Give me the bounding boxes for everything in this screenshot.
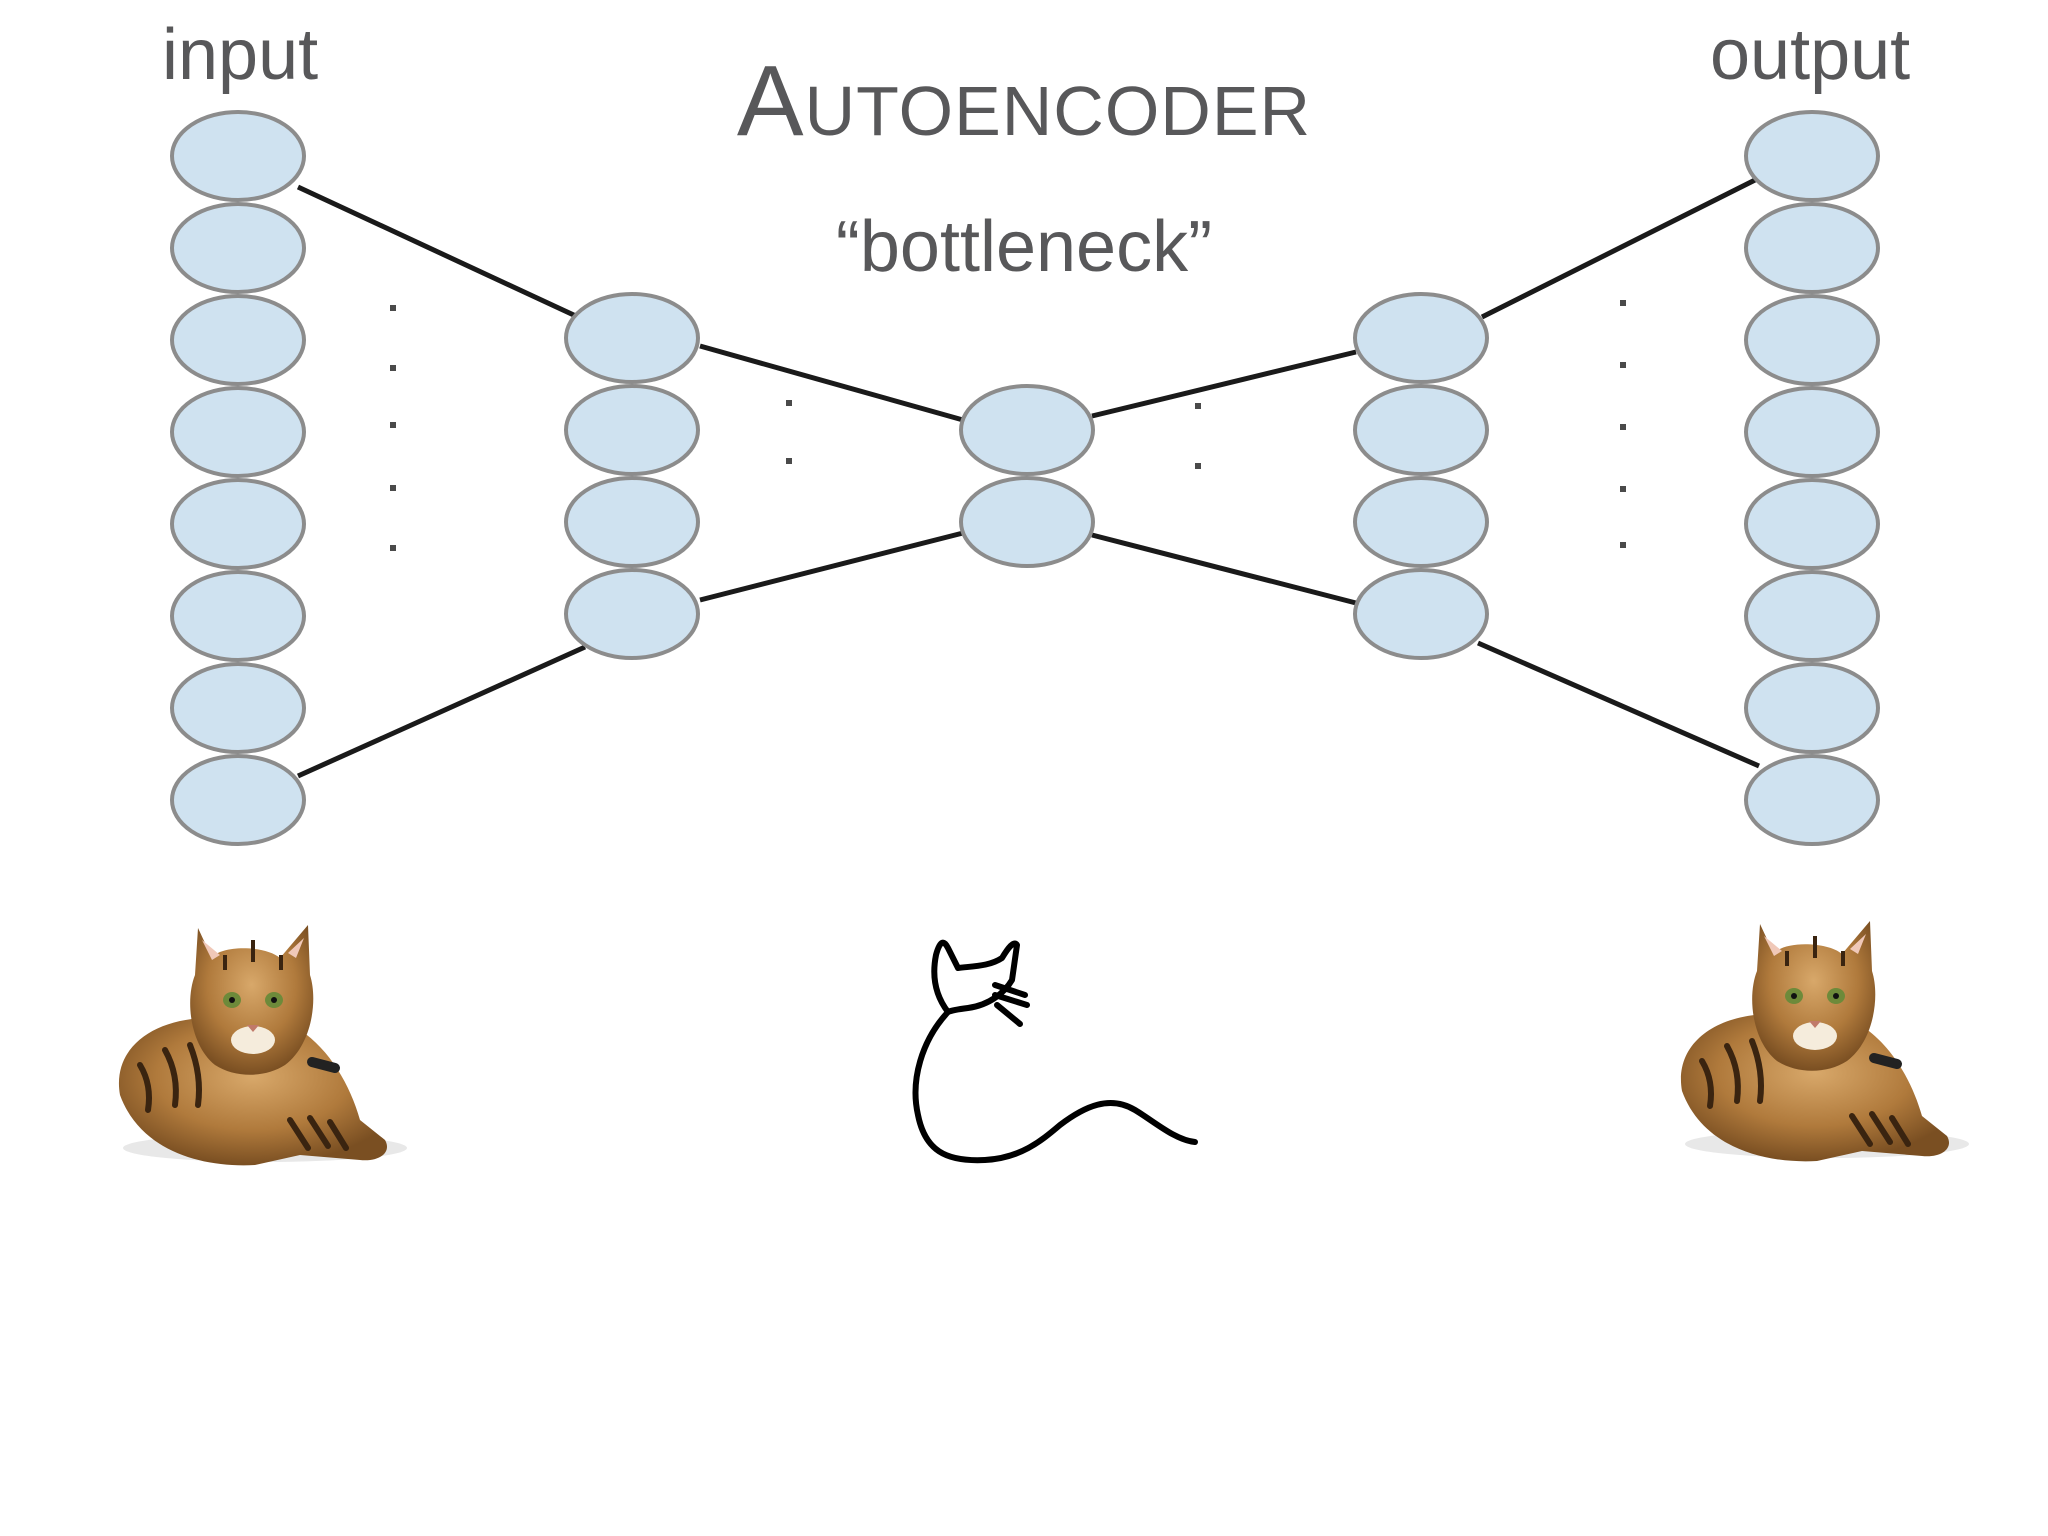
node-decoder-3 bbox=[1353, 476, 1489, 568]
input-label: input bbox=[162, 15, 319, 95]
node-decoder-4 bbox=[1353, 568, 1489, 660]
node-output-2 bbox=[1744, 202, 1880, 294]
node-output-4 bbox=[1744, 386, 1880, 478]
node-input-5 bbox=[170, 478, 306, 570]
ellipsis-dot-2-2 bbox=[786, 458, 792, 464]
node-output-8 bbox=[1744, 754, 1880, 846]
ellipsis-dot-3-1 bbox=[1195, 403, 1201, 409]
edge-enc-bottom bbox=[699, 530, 964, 603]
node-input-4 bbox=[170, 386, 306, 478]
input-cat-photo bbox=[118, 925, 407, 1166]
node-output-5 bbox=[1744, 478, 1880, 570]
ellipsis-dot-1-1 bbox=[390, 305, 396, 311]
edge-input-top bbox=[296, 184, 580, 320]
node-output-6 bbox=[1744, 570, 1880, 662]
ellipsis-dot-4-5 bbox=[1620, 542, 1626, 548]
ellipsis-dot-1-2 bbox=[390, 365, 396, 371]
edge-dec-bottom bbox=[1091, 532, 1357, 606]
node-input-7 bbox=[170, 662, 306, 754]
output-label: output bbox=[1710, 15, 1911, 95]
edge-enc-top bbox=[699, 343, 964, 423]
edge-dec-top bbox=[1091, 349, 1357, 419]
node-encoder-1 bbox=[564, 292, 700, 384]
node-input-3 bbox=[170, 294, 306, 386]
node-encoder-3 bbox=[564, 476, 700, 568]
nodes bbox=[170, 110, 1880, 846]
ellipsis-dot-1-5 bbox=[390, 545, 396, 551]
ellipsis-dot-3-2 bbox=[1195, 463, 1201, 469]
edges bbox=[296, 175, 1761, 779]
output-cat-photo bbox=[1680, 921, 1969, 1162]
node-bottleneck-2 bbox=[959, 476, 1095, 568]
node-decoder-2 bbox=[1353, 384, 1489, 476]
node-bottleneck-1 bbox=[959, 384, 1095, 476]
ellipsis-dot-1-4 bbox=[390, 485, 396, 491]
ellipsis-dot-4-4 bbox=[1620, 486, 1626, 492]
cat-sketch-icon bbox=[912, 939, 1198, 1164]
bottleneck-label: “bottleneck” bbox=[835, 207, 1213, 287]
node-encoder-4 bbox=[564, 568, 700, 660]
node-input-2 bbox=[170, 202, 306, 294]
ellipsis-dot-4-2 bbox=[1620, 362, 1626, 368]
node-decoder-1 bbox=[1353, 292, 1489, 384]
node-output-1 bbox=[1744, 110, 1880, 202]
node-input-6 bbox=[170, 570, 306, 662]
edge-input-bottom bbox=[296, 644, 587, 779]
ellipsis-dot-4-1 bbox=[1620, 300, 1626, 306]
node-encoder-2 bbox=[564, 384, 700, 476]
ellipsis-dot-4-3 bbox=[1620, 424, 1626, 430]
edge-output-bottom bbox=[1476, 640, 1761, 769]
node-output-3 bbox=[1744, 294, 1880, 386]
diagram-title: Autoencoder bbox=[736, 45, 1312, 157]
node-output-7 bbox=[1744, 662, 1880, 754]
ellipsis-dot-2-1 bbox=[786, 400, 792, 406]
ellipsis-dot-1-3 bbox=[390, 422, 396, 428]
ellipsis-dots bbox=[390, 300, 1626, 551]
node-input-8 bbox=[170, 754, 306, 846]
edge-output-top bbox=[1480, 175, 1761, 320]
node-input-1 bbox=[170, 110, 306, 202]
